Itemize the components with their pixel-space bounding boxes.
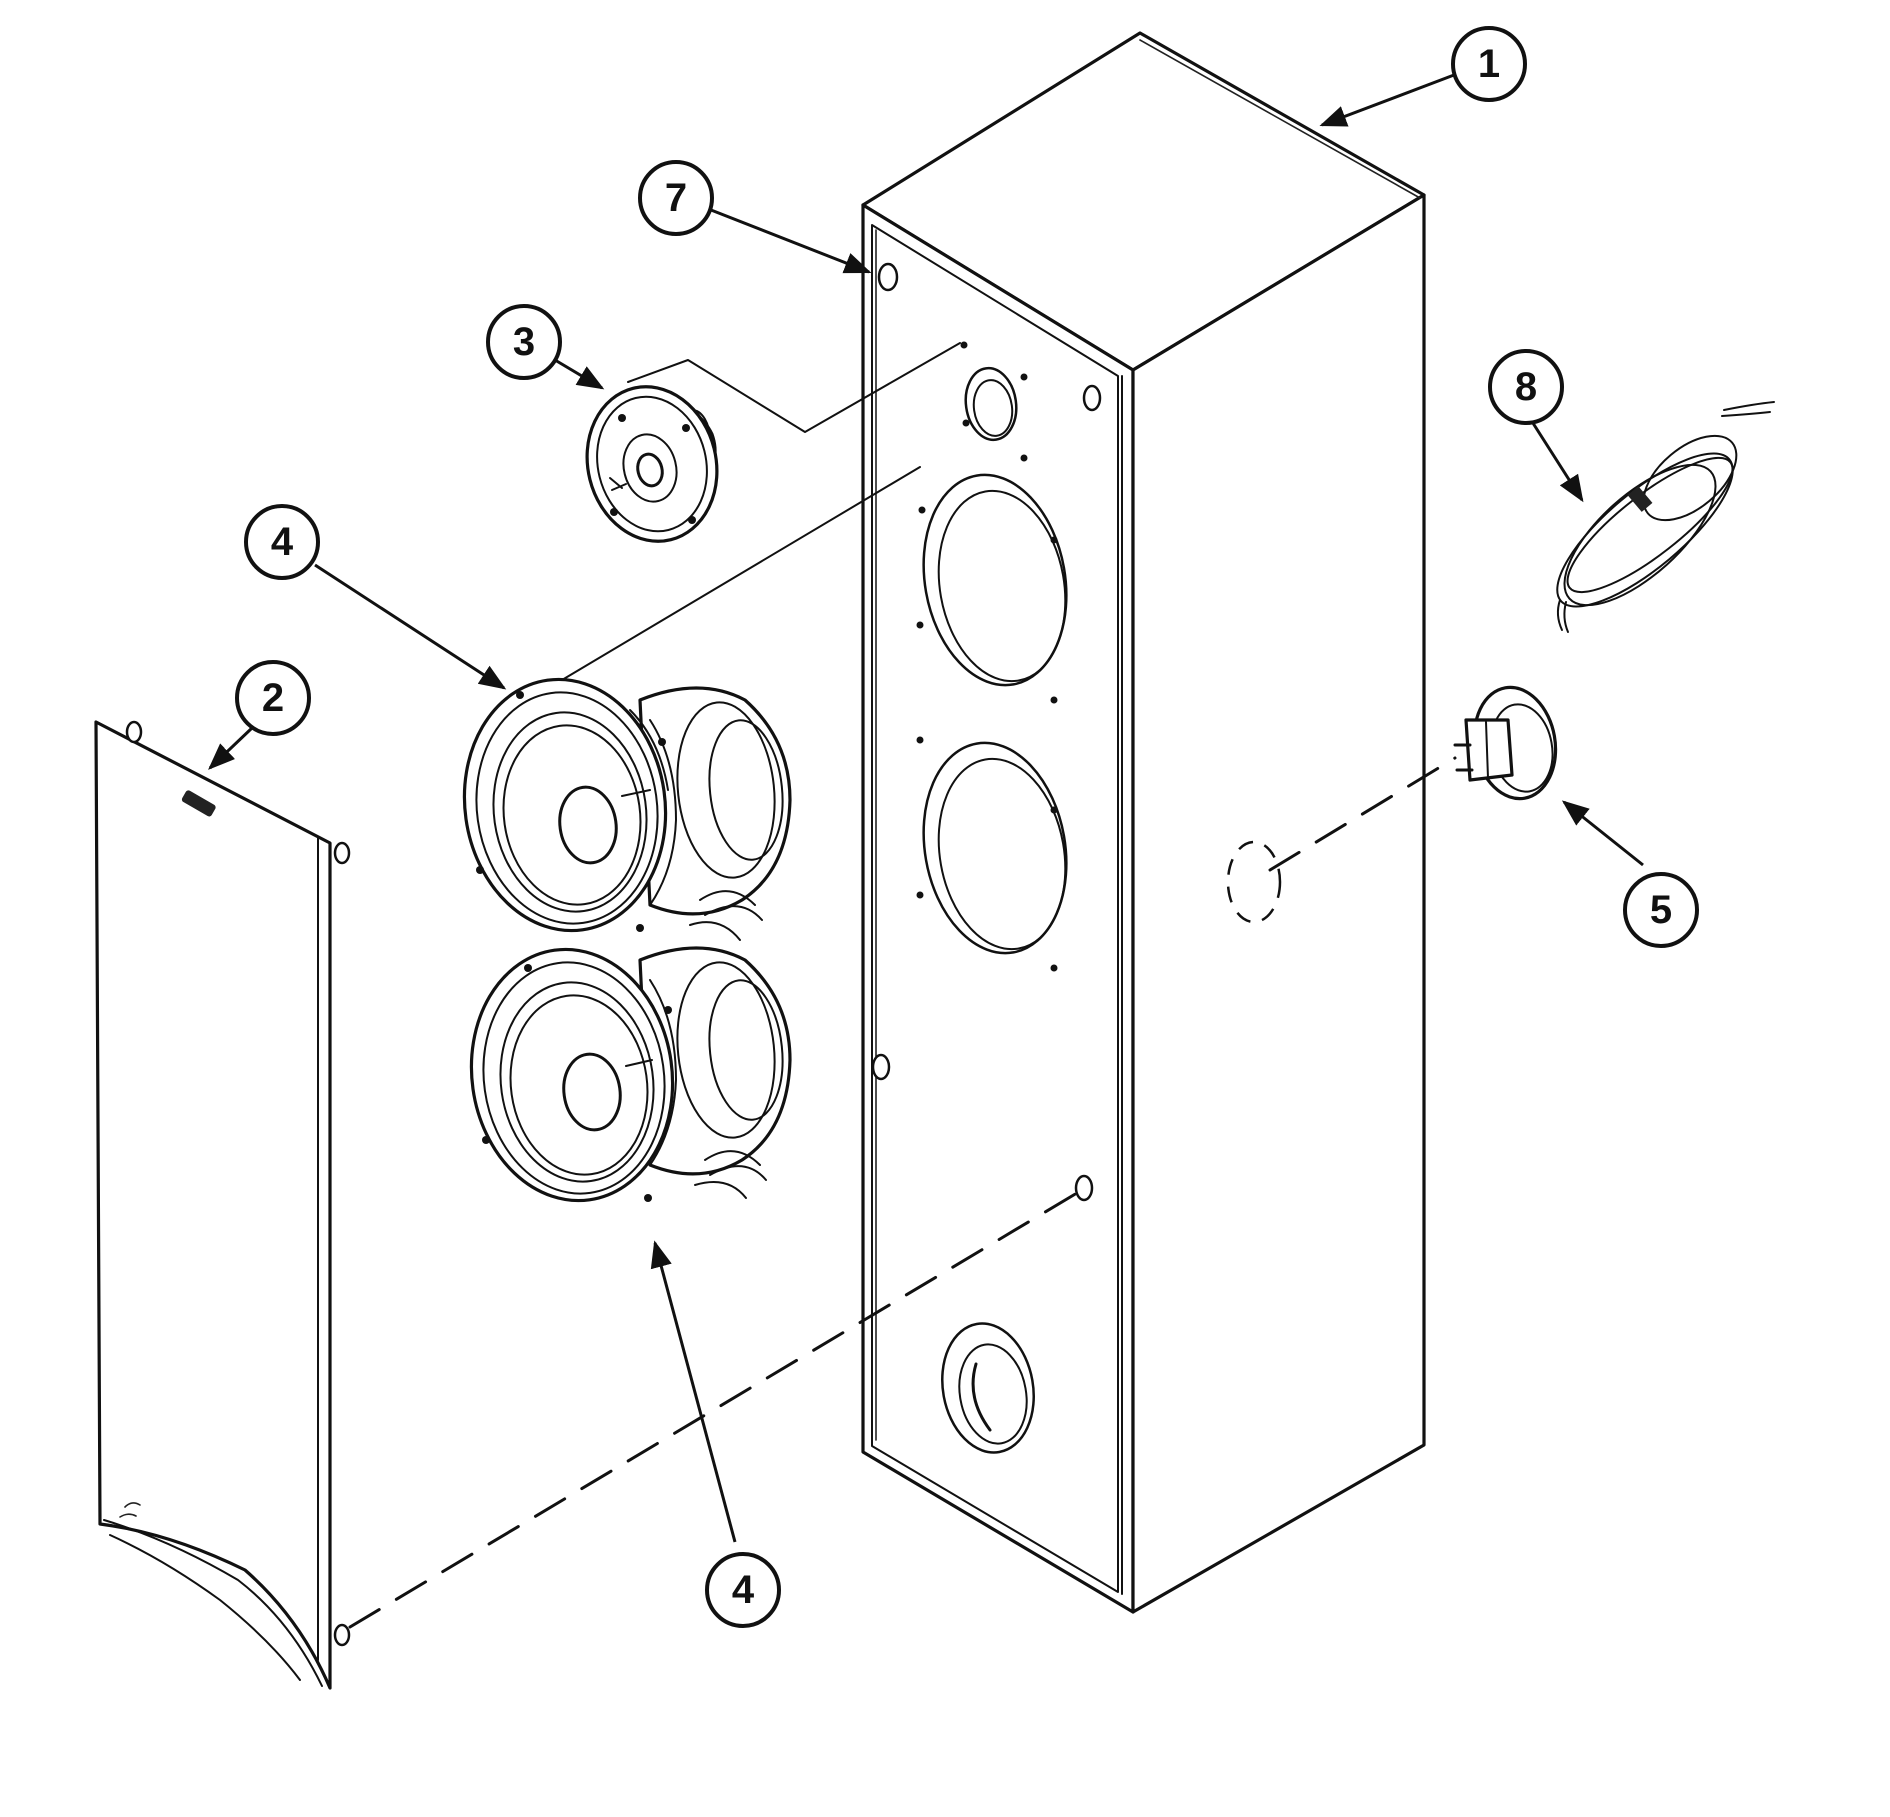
arrow-2 bbox=[208, 726, 254, 770]
arrow-1 bbox=[1319, 73, 1455, 127]
leader-arrows bbox=[208, 73, 1644, 1543]
arrow-4b bbox=[650, 1240, 737, 1543]
callout-7-label: 7 bbox=[665, 176, 687, 220]
arrow-5 bbox=[1561, 800, 1644, 867]
grille-panel bbox=[94, 720, 351, 1690]
callout-5-label: 5 bbox=[1650, 888, 1672, 932]
callout-2-label: 2 bbox=[262, 676, 284, 720]
woofer-upper bbox=[462, 677, 792, 941]
speaker-wire bbox=[1556, 401, 1775, 633]
callout-2: 2 bbox=[235, 660, 311, 736]
callout-8-label: 8 bbox=[1515, 365, 1537, 409]
callout-3: 3 bbox=[486, 304, 562, 380]
arrow-4a bbox=[314, 563, 507, 690]
callout-4-lower: 4 bbox=[705, 1552, 781, 1628]
callout-5: 5 bbox=[1623, 872, 1699, 948]
arrow-8 bbox=[1529, 419, 1584, 503]
callout-4-upper: 4 bbox=[244, 504, 320, 580]
callout-4-upper-label: 4 bbox=[271, 520, 294, 564]
tweeter bbox=[585, 385, 719, 543]
callout-1: 1 bbox=[1451, 26, 1527, 102]
arrow-3 bbox=[554, 358, 605, 390]
terminal-cup-location bbox=[1226, 840, 1282, 924]
terminal-cup bbox=[1453, 685, 1558, 801]
woofer-lower bbox=[469, 946, 792, 1203]
callout-3-label: 3 bbox=[513, 320, 535, 364]
callout-7: 7 bbox=[638, 160, 714, 236]
arrow-7 bbox=[710, 208, 872, 274]
cabinet-baffle-cutouts bbox=[871, 262, 1102, 1454]
callout-8: 8 bbox=[1488, 349, 1564, 425]
assembly-lines bbox=[348, 342, 1457, 1629]
callout-1-label: 1 bbox=[1478, 42, 1500, 86]
callout-4-lower-label: 4 bbox=[732, 1568, 755, 1612]
